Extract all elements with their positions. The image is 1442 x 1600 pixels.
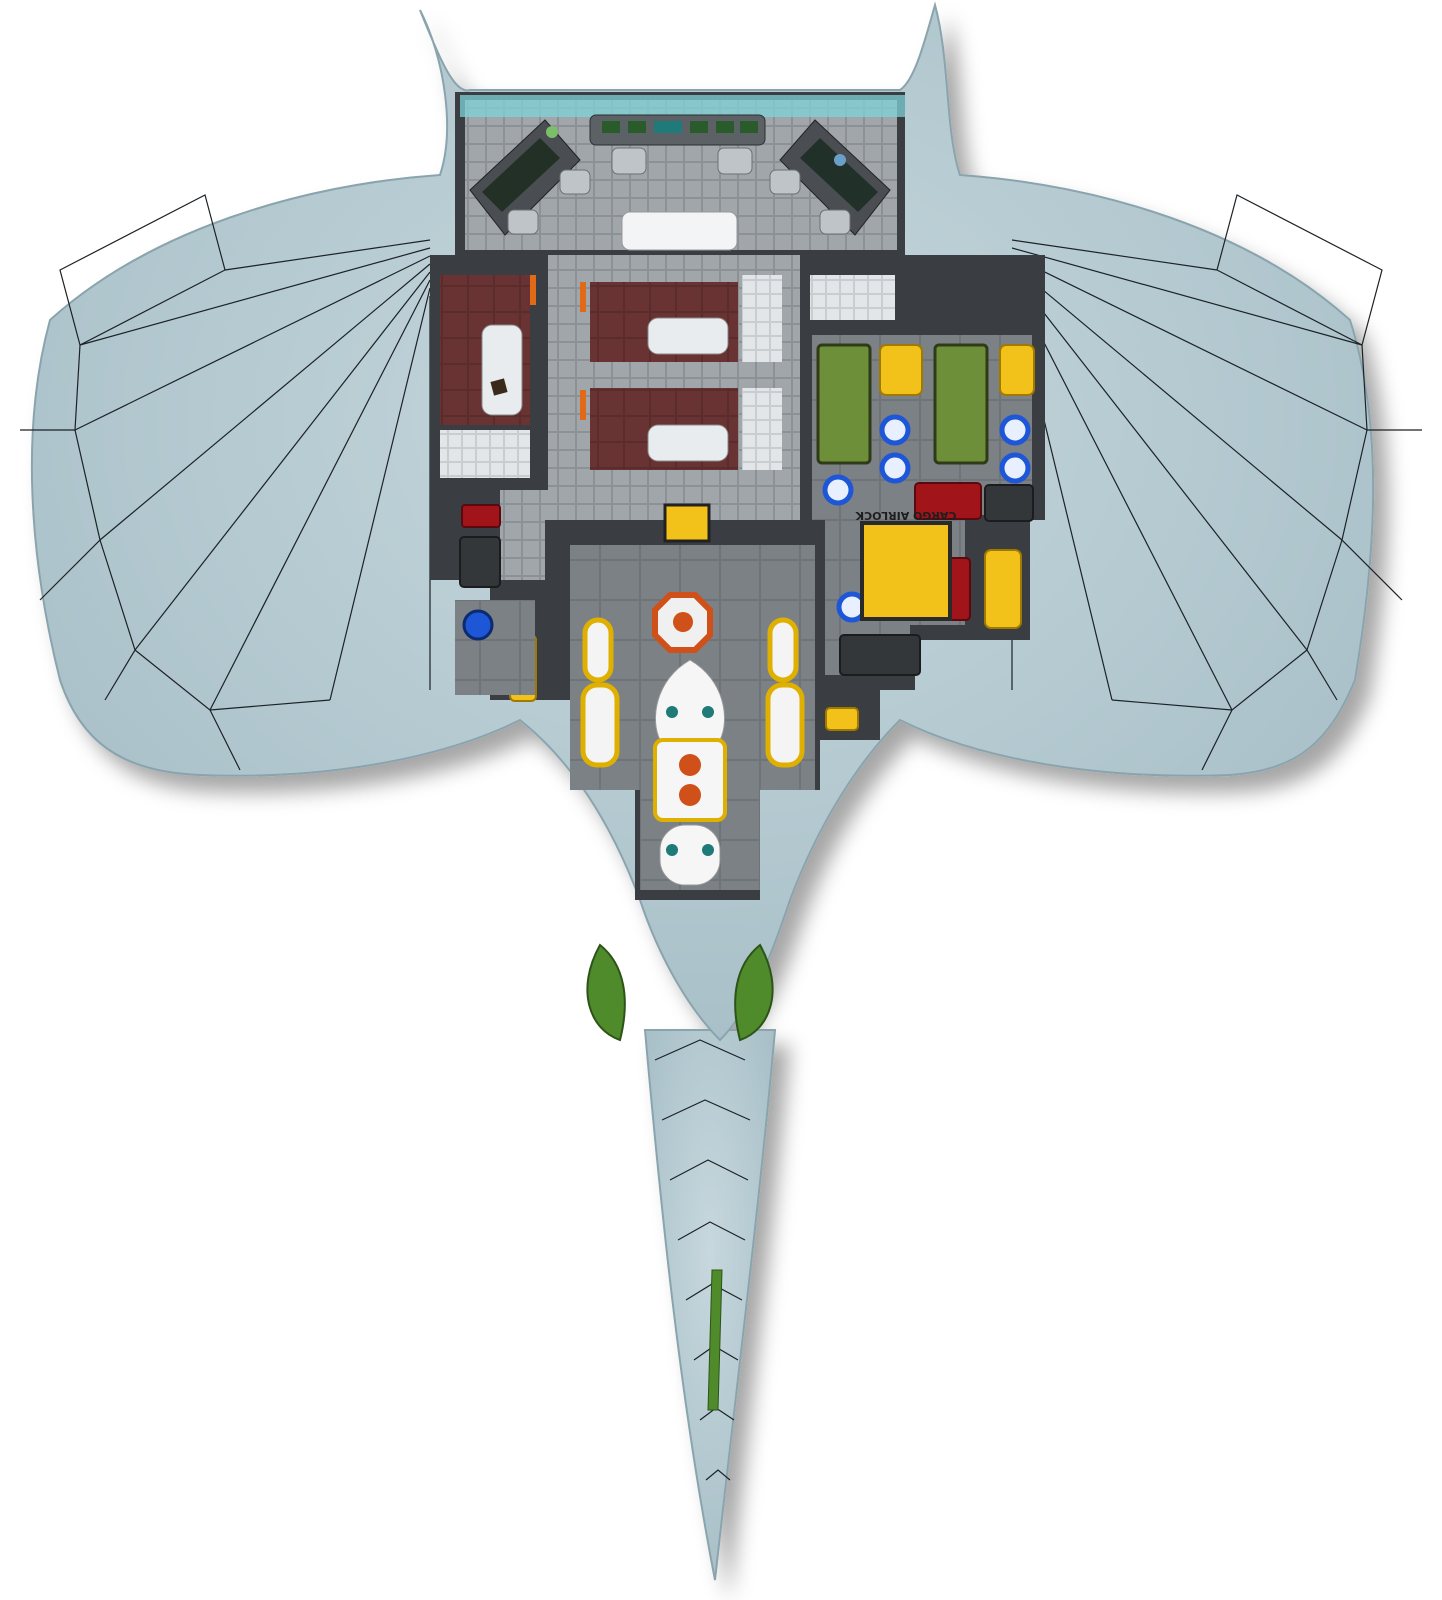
left-pelvic-fin [586, 943, 626, 1042]
cargo-airlock[interactable] [860, 521, 952, 621]
door-cabin-right-lower[interactable] [580, 390, 586, 420]
bunk-left [481, 324, 523, 416]
tail-fin-stripe [707, 1269, 723, 1411]
blue-cells [822, 414, 1031, 623]
tail [643, 1029, 777, 1581]
cabin-left-pillow [490, 378, 508, 396]
dark-crates [459, 484, 1034, 676]
bridge-table [621, 211, 738, 251]
reactor-center [673, 612, 693, 632]
cabin-right-upper-bath [742, 275, 782, 362]
pilot-chairs [507, 147, 851, 235]
deck: CARGO AIRLOCK [430, 92, 1045, 900]
shuttle [653, 659, 727, 886]
bridge-consoles [469, 114, 891, 236]
door-cabin-right-upper[interactable] [580, 282, 586, 312]
cargo-lockers [816, 343, 989, 465]
cargo-airlock-label: CARGO AIRLOCK [855, 509, 956, 522]
yellow-barrels [509, 344, 1035, 731]
canopy [460, 95, 905, 117]
blue-valve [462, 609, 494, 641]
bunk-right-lower [647, 424, 729, 462]
cabin-right-lower-bath [742, 388, 782, 470]
right-pelvic-fin [734, 943, 774, 1042]
bunk-right-upper [647, 317, 729, 355]
bay-door[interactable] [663, 503, 711, 543]
fuel-tanks [580, 617, 805, 768]
cabin-left-bath [440, 430, 530, 478]
storage-top-right [810, 275, 895, 320]
door-cabin-left[interactable] [530, 275, 536, 305]
